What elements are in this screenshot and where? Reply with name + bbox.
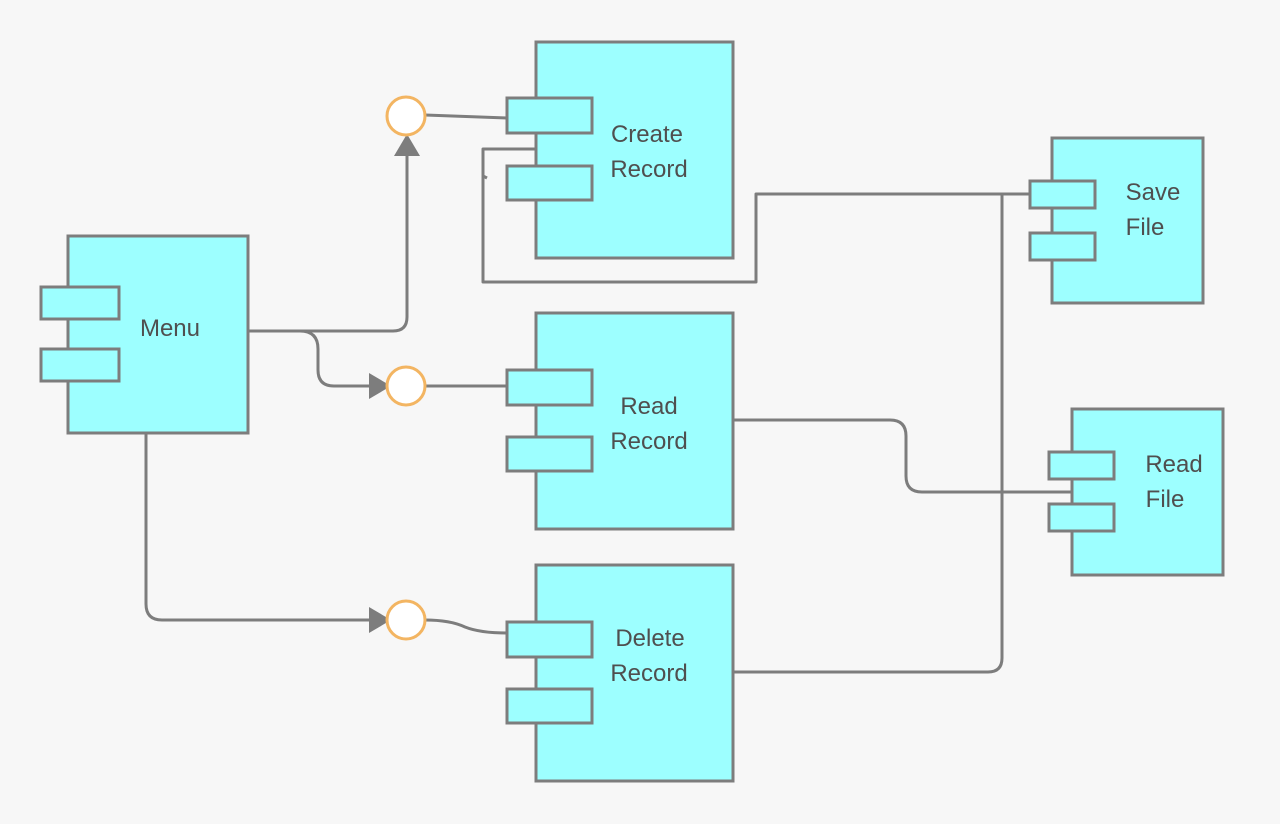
- arrowhead-delete-interface: [369, 607, 391, 633]
- arrowhead-create-interface: [394, 134, 420, 156]
- component-label: Record: [610, 428, 687, 455]
- connector-menu-to-delete-interface[interactable]: [144, 433, 375, 622]
- interface-create-record[interactable]: [385, 95, 427, 137]
- component-label: Record: [610, 156, 687, 183]
- component-create-record[interactable]: Create Record: [505, 40, 735, 260]
- component-label: Save: [1126, 179, 1181, 206]
- port: [39, 285, 121, 321]
- port: [1047, 502, 1116, 533]
- port: [505, 620, 594, 659]
- port: [505, 164, 594, 202]
- component-delete-record[interactable]: Delete Record: [505, 563, 735, 783]
- component-label: Delete: [615, 625, 684, 652]
- port: [505, 368, 594, 407]
- component-read-file[interactable]: Read File: [1047, 407, 1225, 577]
- component-label: File: [1146, 486, 1185, 513]
- port: [505, 687, 594, 725]
- component-label: File: [1126, 214, 1165, 241]
- interface-read-record[interactable]: [385, 365, 427, 407]
- component-label: Read: [1145, 451, 1202, 478]
- connector-interface-to-create-record[interactable]: [424, 113, 508, 120]
- interface-delete-record[interactable]: [385, 599, 427, 641]
- component-menu[interactable]: Menu: [39, 234, 250, 435]
- port: [1028, 179, 1097, 210]
- connector-menu-to-create-interface[interactable]: [248, 150, 409, 333]
- component-label: Read: [620, 393, 677, 420]
- arrowhead-read-interface: [369, 373, 391, 399]
- connector-stub: [482, 174, 488, 180]
- component-save-file[interactable]: Save File: [1028, 136, 1205, 305]
- port: [39, 347, 121, 383]
- port: [505, 96, 594, 135]
- port: [1028, 231, 1097, 262]
- connector-create-record-to-save-file[interactable]: [481, 147, 1030, 284]
- component-label: Create: [611, 121, 683, 148]
- connector-menu-to-read-interface[interactable]: [299, 329, 375, 388]
- component-label: Record: [610, 660, 687, 687]
- port: [1047, 450, 1116, 481]
- port: [505, 435, 594, 473]
- component-read-record[interactable]: Read Record: [505, 311, 735, 531]
- connector-read-record-to-read-file[interactable]: [734, 418, 1075, 494]
- component-label: Menu: [140, 315, 200, 342]
- connector-interface-to-delete-record[interactable]: [424, 618, 508, 635]
- connector-delete-record-to-save-file[interactable]: [734, 194, 1004, 674]
